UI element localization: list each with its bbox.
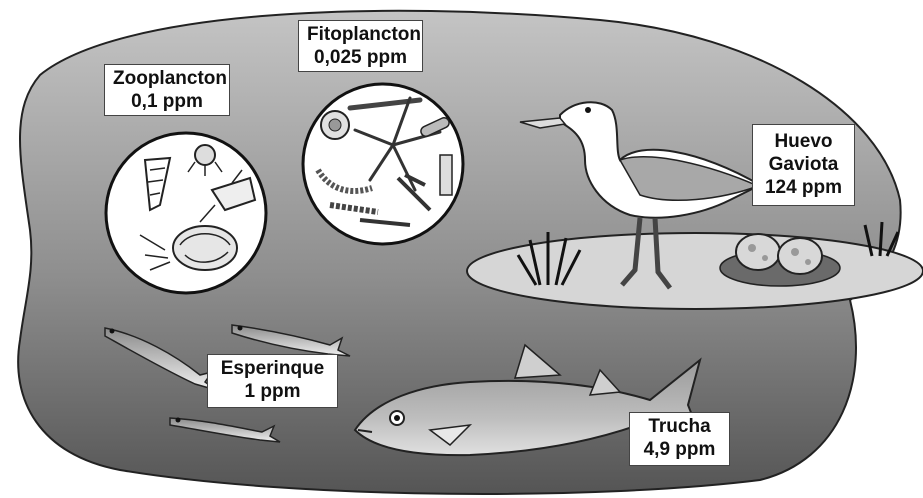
- huevo-gaviota-value: 124 ppm: [761, 176, 846, 199]
- zooplancton-name: Zooplancton: [113, 67, 221, 90]
- zooplancton-value: 0,1 ppm: [113, 90, 221, 113]
- huevo-gaviota-label: Huevo Gaviota 124 ppm: [752, 124, 855, 206]
- phytoplankton-circle: [303, 84, 463, 244]
- zooplankton-circle: [106, 133, 266, 293]
- trucha-value: 4,9 ppm: [638, 438, 721, 461]
- huevo-gaviota-line1: Huevo: [761, 130, 846, 153]
- trucha-name: Trucha: [638, 415, 721, 438]
- zooplancton-label: Zooplancton 0,1 ppm: [104, 64, 230, 116]
- esperinque-label: Esperinque 1 ppm: [207, 354, 338, 408]
- esperinque-name: Esperinque: [216, 357, 329, 380]
- fitoplancton-name: Fitoplancton: [307, 23, 414, 46]
- fitoplancton-label: Fitoplancton 0,025 ppm: [298, 20, 423, 72]
- esperinque-value: 1 ppm: [216, 380, 329, 403]
- huevo-gaviota-line2: Gaviota: [761, 153, 846, 176]
- trucha-label: Trucha 4,9 ppm: [629, 412, 730, 466]
- fitoplancton-value: 0,025 ppm: [307, 46, 414, 69]
